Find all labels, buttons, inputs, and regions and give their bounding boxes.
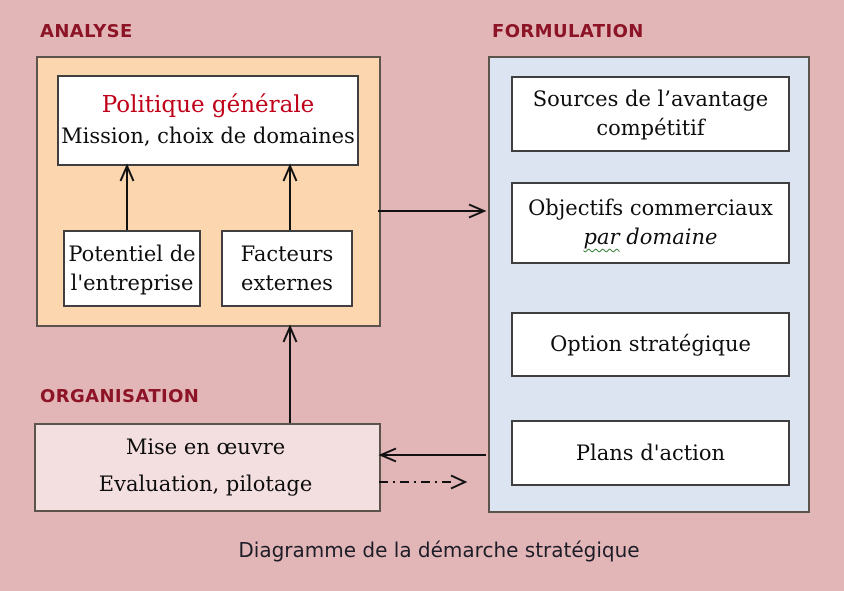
objectifs-commerciaux-box: Objectifs commerciaux par domaine <box>511 182 790 264</box>
diagram-caption: Diagramme de la démarche stratégique <box>238 538 640 562</box>
potentiel-line2: l'entreprise <box>70 270 194 295</box>
option-label: Option stratégique <box>550 332 751 357</box>
facteurs-line2: externes <box>241 270 333 295</box>
objectifs-domaine-word: domaine <box>626 225 718 249</box>
mise-line2: Evaluation, pilotage <box>98 471 313 496</box>
facteurs-externes-box: Facteurs externes <box>221 230 353 307</box>
plans-label: Plans d'action <box>575 440 726 465</box>
facteurs-line1: Facteurs <box>240 241 334 266</box>
mise-en-oeuvre-box: Mise en œuvre Evaluation, pilotage <box>34 423 377 508</box>
potentiel-entreprise-box: Potentiel de l'entreprise <box>63 230 201 307</box>
organisation-section-label: ORGANISATION <box>40 386 200 407</box>
option-strategique-box: Option stratégique <box>511 312 790 377</box>
objectifs-line2: par domaine <box>584 223 718 252</box>
analyse-section-label: ANALYSE <box>40 21 133 42</box>
sources-line2: compétitif <box>596 116 705 140</box>
politique-generale-subtitle: Mission, choix de domaines <box>61 123 355 148</box>
objectifs-par-word: par <box>583 225 620 249</box>
arrow-analyse-to-formulation-icon <box>378 203 487 219</box>
plans-action-box: Plans d'action <box>511 420 790 486</box>
arrow-formulation-to-organisation-icon <box>378 447 486 463</box>
politique-generale-title: Politique générale <box>101 92 315 119</box>
arrow-organisation-feedback-dashdot-icon <box>379 474 468 490</box>
organisation-container <box>34 423 381 512</box>
mise-line1: Mise en œuvre <box>125 435 286 460</box>
politique-generale-box: Politique générale Mission, choix de dom… <box>57 75 359 166</box>
objectifs-line1: Objectifs commerciaux <box>528 196 773 221</box>
sources-line1: Sources de l’avantage <box>532 87 769 112</box>
potentiel-line1: Potentiel de <box>68 241 196 266</box>
sources-avantage-box: Sources de l’avantage compétitif <box>511 76 790 152</box>
formulation-section-label: FORMULATION <box>492 21 644 42</box>
arrow-organisation-to-analyse-icon <box>282 324 298 423</box>
